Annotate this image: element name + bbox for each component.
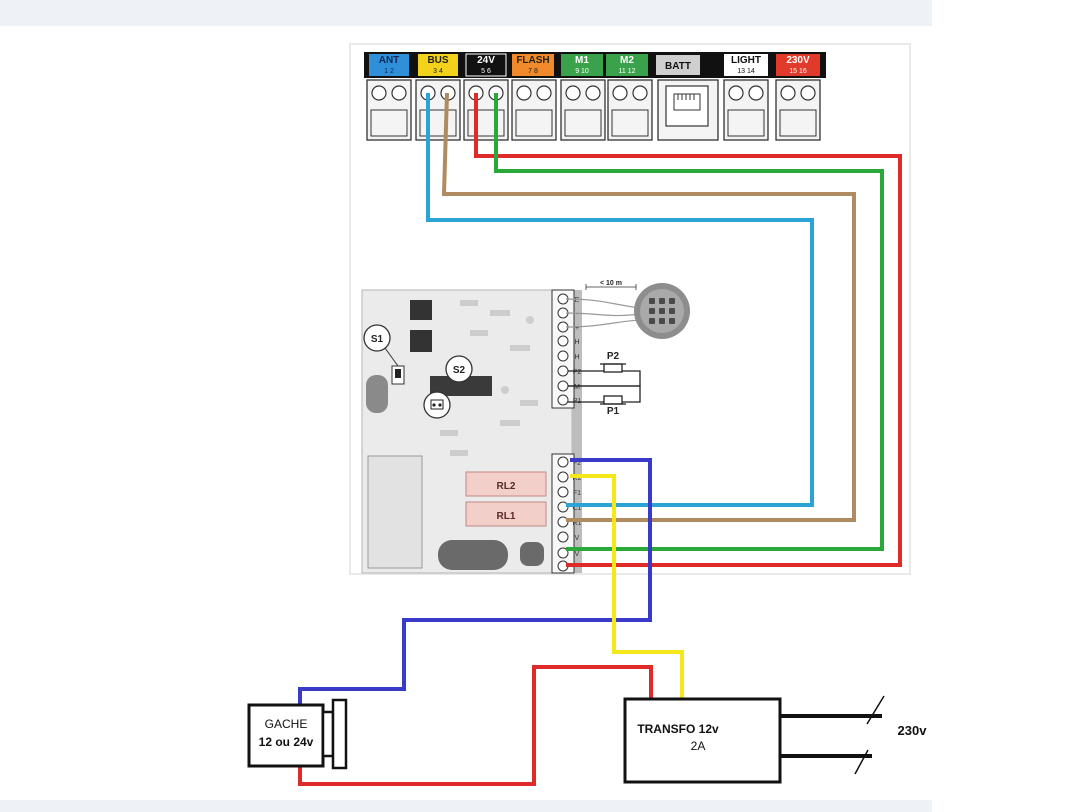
terminal-label-bus: BUS 3 4 (418, 54, 458, 76)
screw-heads (371, 85, 816, 101)
terminal-rail (572, 290, 582, 573)
terminal-strip: ANT 1 2 BUS 3 4 24V 5 6 FLASH 7 8 M1 9 1… (364, 52, 826, 141)
bottom-terminal-v2: V (575, 551, 580, 558)
top-terminal-h1: H (574, 339, 579, 346)
wire-red-gache-transfo (298, 665, 653, 786)
gache-voltage: 12 ou 24v (259, 735, 314, 749)
label-m1-nums: 9 10 (575, 68, 589, 75)
pcb-chip-1 (410, 300, 432, 320)
mains-cable-marks (854, 695, 885, 775)
label-m2-nums: 11 12 (619, 68, 636, 75)
batt-connector-icon (665, 85, 709, 127)
transfo-box: TRANSFO 12v 2A (623, 697, 782, 784)
label-m2: M2 (620, 55, 634, 66)
keypad-connection: < 10 m (565, 280, 641, 328)
top-terminal-p2: P2 (573, 369, 582, 376)
label-ant: ANT (379, 55, 400, 66)
terminal-label-m1: M1 9 10 (561, 54, 603, 76)
top-terminal-minus: - (576, 311, 579, 318)
label-bus: BUS (427, 55, 448, 66)
terminal-label-flash: FLASH 7 8 (512, 54, 554, 76)
top-terminal-plus: + (575, 325, 579, 332)
wires (298, 92, 902, 786)
wire-cyan-bus (426, 93, 814, 507)
label-230v: 230V (786, 55, 810, 66)
wire-brown-bus (441, 92, 856, 522)
p1-label: P1 (607, 406, 620, 417)
bottom-band (0, 800, 932, 812)
pcb-capacitor-2 (438, 540, 508, 570)
label-light: LIGHT (731, 55, 761, 66)
label-m1: M1 (575, 55, 589, 66)
wire-red-24v (474, 93, 902, 567)
pcb-capacitor-3 (520, 542, 544, 566)
relay-rl1: RL1 (465, 501, 547, 527)
pcb-small-parts (426, 300, 538, 456)
label-batt: BATT (665, 61, 691, 72)
bottom-terminal-r2: R2 (573, 475, 582, 482)
label-24v: 24V (477, 55, 495, 66)
gache-title: GACHE (265, 717, 308, 731)
top-terminal-h2: H (574, 354, 579, 361)
relay-rl2: RL2 (465, 471, 547, 497)
terminal-label-ant: ANT 1 2 (369, 54, 409, 76)
terminal-label-m2: M2 11 12 (606, 54, 648, 76)
label-flash: FLASH (516, 55, 549, 66)
top-band (0, 0, 932, 26)
bottom-terminal-f1: F1 (573, 490, 581, 497)
top-terminal-m: M (574, 384, 580, 391)
module-bottom-terminal-block: F2 R2 F1 C1 R1 V V (551, 453, 582, 574)
push-buttons (568, 363, 641, 405)
terminal-label-230v: 230V 15 16 (776, 54, 820, 76)
label-flash-nums: 7 8 (528, 68, 538, 75)
keypad-icon (634, 283, 690, 339)
s2-label: S2 (453, 365, 466, 376)
pcb-large-component (367, 455, 423, 569)
label-230v-nums: 15 16 (789, 68, 807, 75)
pcb-ic (430, 376, 492, 396)
bottom-terminal-f2: F2 (573, 460, 581, 467)
top-terminal-e: E (575, 297, 580, 304)
mains-label: 230v (898, 723, 928, 738)
bottom-terminal-r1: R1 (573, 520, 582, 527)
wire-blue-gache (298, 458, 652, 708)
terminal-lower-slots (370, 109, 817, 137)
distance-label: < 10 m (600, 280, 622, 287)
gache-box: GACHE 12 ou 24v (247, 703, 325, 768)
p2-label: P2 (607, 351, 620, 362)
bottom-terminal-v1: V (575, 535, 580, 542)
wire-green-24v (494, 93, 884, 551)
label-24v-nums: 5 6 (481, 68, 491, 75)
access-control-module: RL2 RL1 S1 S2 (361, 289, 582, 574)
transfo-rating: 2A (691, 739, 706, 753)
board-frame (349, 43, 911, 575)
gache-strike-icon (321, 698, 348, 770)
label-bus-nums: 3 4 (433, 68, 443, 75)
terminal-label-batt: BATT (656, 55, 700, 75)
right-margin (932, 0, 1081, 812)
s1-label: S1 (371, 334, 384, 345)
bottom-terminal-c1: C1 (573, 505, 582, 512)
s2-callout: S2 (423, 355, 473, 419)
pcb-capacitor-1 (366, 375, 388, 413)
label-ant-nums: 1 2 (384, 68, 394, 75)
s1-callout: S1 (363, 324, 405, 385)
relay-rl2-label: RL2 (497, 481, 516, 492)
terminal-label-light: LIGHT 13 14 (724, 54, 768, 76)
pcb-chip-2 (410, 330, 432, 352)
relay-rl1-label: RL1 (497, 511, 516, 522)
label-light-nums: 13 14 (737, 68, 755, 75)
transfo-title: TRANSFO 12v (637, 722, 719, 736)
terminal-label-24v: 24V 5 6 (465, 53, 507, 77)
wire-yellow-transfo (570, 474, 684, 700)
